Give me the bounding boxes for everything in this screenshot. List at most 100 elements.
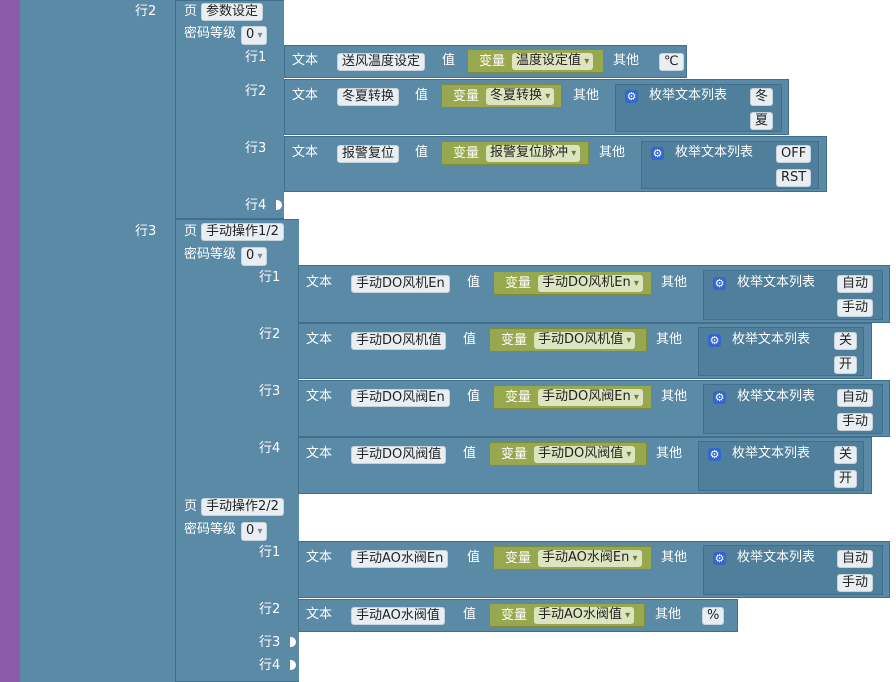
text-field[interactable]: 手动AO水阀值 (351, 607, 445, 625)
text-label: 文本 (292, 145, 319, 160)
enum-list-label: 枚举文本列表 (737, 389, 816, 404)
empty-slot-notch[interactable] (276, 200, 282, 210)
row1-label: 行1 (259, 545, 281, 560)
variable-label: 变量 (479, 54, 506, 69)
variable-block[interactable]: 变量 温度设定值 (467, 49, 604, 73)
text-field[interactable]: 手动AO水阀En (351, 550, 449, 568)
gear-icon[interactable]: ⚙ (708, 448, 721, 461)
page-label: 页 (184, 224, 198, 239)
enum-item[interactable]: 开 (834, 356, 858, 374)
gear-icon[interactable]: ⚙ (713, 277, 726, 290)
other-label: 其他 (599, 145, 626, 160)
row2-label: 行2 (259, 602, 281, 617)
variable-dropdown[interactable]: 手动DO风阀值 (534, 446, 636, 463)
value-label: 值 (467, 550, 481, 565)
text-label: 文本 (306, 446, 333, 461)
other-field[interactable]: % (702, 607, 725, 625)
value-label: 值 (463, 332, 477, 347)
variable-dropdown[interactable]: 报警复位脉冲 (486, 145, 581, 162)
variable-block[interactable]: 变量 手动DO风机En (493, 271, 652, 295)
outer-block-body (20, 0, 175, 682)
enum-item[interactable]: 手动 (837, 574, 874, 592)
text-field[interactable]: 送风温度设定 (337, 53, 426, 71)
text-field[interactable]: 手动DO风阀值 (351, 446, 447, 464)
row3-label: 行3 (135, 224, 157, 239)
enum-list-label: 枚举文本列表 (649, 88, 728, 103)
variable-block[interactable]: 变量 报警复位脉冲 (441, 141, 589, 165)
enum-item[interactable]: RST (776, 169, 812, 187)
variable-dropdown[interactable]: 温度设定值 (512, 53, 594, 70)
other-label: 其他 (656, 446, 683, 461)
variable-dropdown[interactable]: 手动AO水阀值 (534, 607, 635, 624)
text-field[interactable]: 手动DO风阀En (351, 389, 450, 407)
row3-label: 行3 (259, 384, 281, 399)
row2-label: 行2 (245, 84, 267, 99)
enum-item[interactable]: 自动 (837, 275, 874, 293)
variable-label: 变量 (453, 146, 480, 161)
variable-block[interactable]: 变量 冬夏转换 (441, 84, 562, 108)
enum-item[interactable]: 自动 (837, 389, 874, 407)
text-field[interactable]: 冬夏转换 (337, 88, 400, 106)
text-label: 文本 (306, 550, 333, 565)
enum-item[interactable]: 手动 (837, 413, 874, 431)
empty-slot-notch[interactable] (290, 660, 296, 670)
enum-list-label: 枚举文本列表 (732, 446, 811, 461)
password-dropdown[interactable]: 0 (241, 247, 268, 266)
enum-item[interactable]: 夏 (750, 112, 774, 130)
variable-label: 变量 (505, 276, 532, 291)
variable-block[interactable]: 变量 手动AO水阀En (493, 546, 652, 570)
other-field[interactable]: ℃ (659, 53, 684, 71)
variable-label: 变量 (501, 608, 528, 623)
row2-label: 行2 (135, 4, 157, 19)
text-field[interactable]: 手动DO风机值 (351, 332, 447, 350)
text-label: 文本 (292, 88, 319, 103)
value-label: 值 (442, 53, 456, 68)
variable-block[interactable]: 变量 手动AO水阀值 (489, 603, 645, 627)
variable-dropdown[interactable]: 冬夏转换 (486, 88, 555, 105)
page-title-field[interactable]: 手动操作1/2 (201, 223, 284, 241)
gear-icon[interactable]: ⚙ (713, 391, 726, 404)
variable-dropdown[interactable]: 手动AO水阀En (538, 550, 642, 567)
enum-item[interactable]: 关 (834, 446, 858, 464)
text-field[interactable]: 手动DO风机En (351, 275, 450, 293)
variable-dropdown[interactable]: 手动DO风阀En (538, 389, 643, 406)
other-label: 其他 (661, 389, 688, 404)
empty-slot-notch[interactable] (290, 637, 296, 647)
variable-block[interactable]: 变量 手动DO风阀值 (489, 442, 647, 466)
text-label: 文本 (292, 53, 319, 68)
variable-label: 变量 (505, 551, 532, 566)
enum-item[interactable]: OFF (776, 145, 812, 163)
enum-item[interactable]: 冬 (750, 88, 774, 106)
password-dropdown[interactable]: 0 (241, 522, 268, 541)
password-dropdown[interactable]: 0 (241, 26, 268, 45)
text-field[interactable]: 报警复位 (337, 145, 400, 163)
value-label: 值 (415, 145, 429, 160)
page2-block[interactable] (175, 219, 299, 682)
gear-icon[interactable]: ⚙ (651, 147, 664, 160)
other-label: 其他 (613, 53, 640, 68)
enum-item[interactable]: 开 (834, 470, 858, 488)
other-label: 其他 (661, 275, 688, 290)
text-label: 文本 (306, 607, 333, 622)
value-label: 值 (463, 607, 477, 622)
gear-icon[interactable]: ⚙ (625, 90, 638, 103)
value-label: 值 (467, 389, 481, 404)
variable-block[interactable]: 变量 手动DO风阀En (493, 385, 652, 409)
other-label: 其他 (656, 332, 683, 347)
gear-icon[interactable]: ⚙ (708, 334, 721, 347)
variable-dropdown[interactable]: 手动DO风机值 (534, 332, 636, 349)
gear-icon[interactable]: ⚙ (713, 552, 726, 565)
variable-block[interactable]: 变量 手动DO风机值 (489, 328, 647, 352)
enum-list-label: 枚举文本列表 (675, 145, 754, 160)
page-label: 页 (184, 4, 198, 19)
variable-dropdown[interactable]: 手动DO风机En (538, 275, 643, 292)
enum-item[interactable]: 手动 (837, 299, 874, 317)
enum-list-label: 枚举文本列表 (737, 275, 816, 290)
enum-item[interactable]: 自动 (837, 550, 874, 568)
page-label: 页 (184, 499, 198, 514)
page-title-field[interactable]: 参数设定 (201, 3, 264, 21)
page-title-field[interactable]: 手动操作2/2 (201, 498, 284, 516)
enum-item[interactable]: 关 (834, 332, 858, 350)
other-label: 其他 (573, 88, 600, 103)
password-label: 密码等级 (184, 522, 237, 537)
